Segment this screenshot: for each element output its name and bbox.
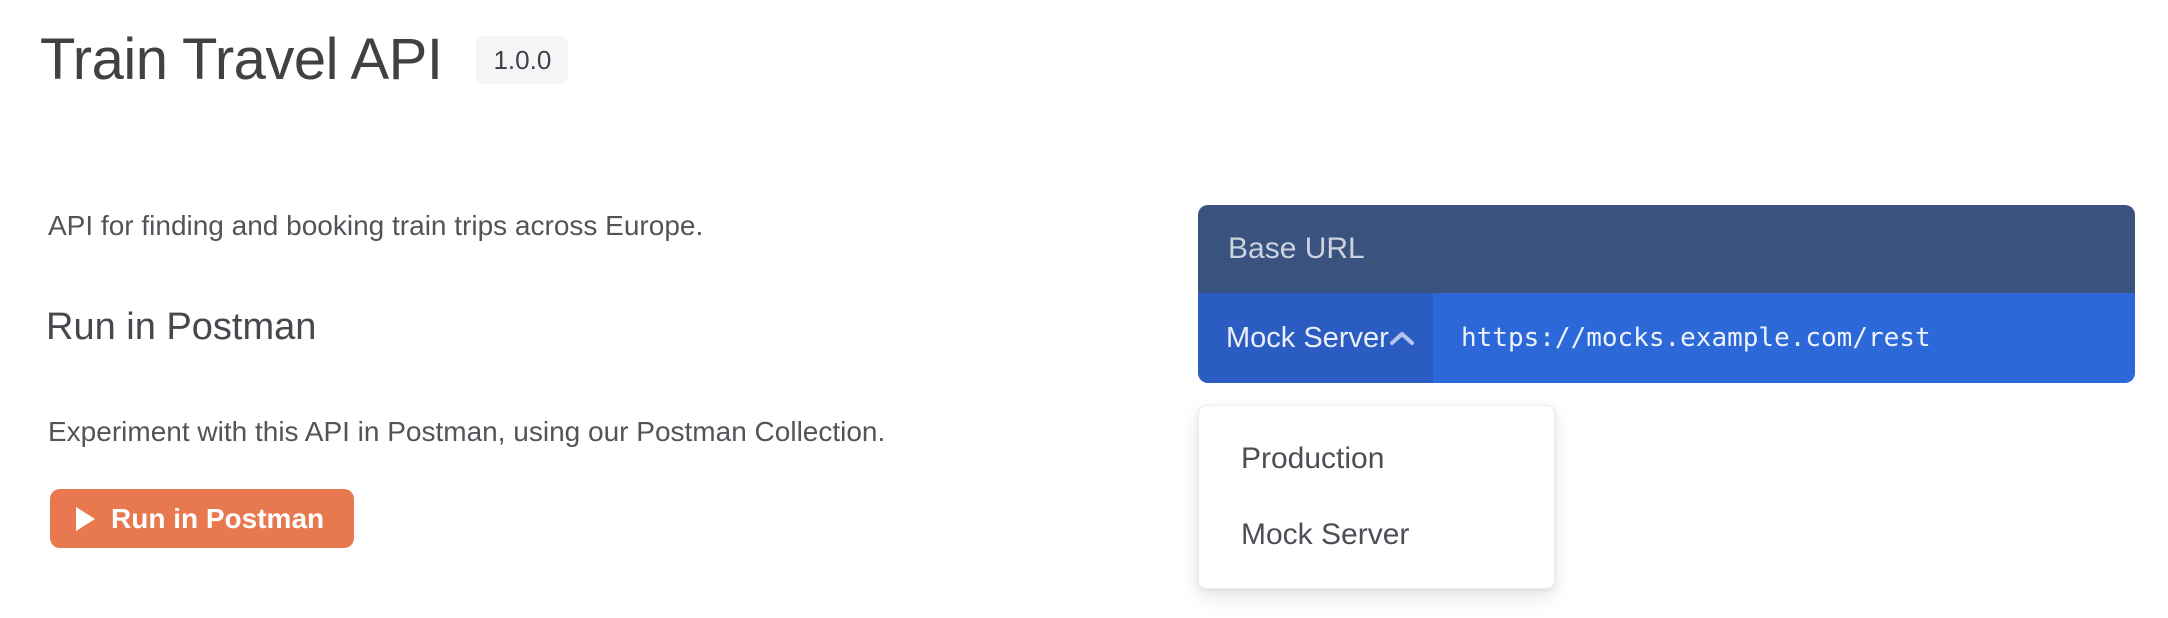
page-title: Train Travel API: [40, 27, 443, 92]
run-in-postman-text: Experiment with this API in Postman, usi…: [48, 416, 886, 447]
base-url-value[interactable]: https://mocks.example.com/rest: [1433, 293, 2135, 383]
run-in-postman-heading: Run in Postman: [46, 306, 317, 348]
dropdown-item-production[interactable]: Production: [1241, 442, 1385, 475]
api-description: API for finding and booking train trips …: [48, 210, 704, 241]
chevron-up-icon: [1389, 331, 1415, 346]
base-url-widget: Base URL Mock Server https://mocks.examp…: [1198, 205, 2135, 383]
dropdown-item-mock-server[interactable]: Mock Server: [1241, 518, 1410, 551]
run-button-label: Run in Postman: [111, 502, 325, 534]
base-url-row: Mock Server https://mocks.example.com/re…: [1198, 293, 2135, 383]
version-badge: 1.0.0: [476, 35, 569, 84]
play-icon: [76, 506, 95, 531]
base-url-label: Base URL: [1228, 232, 1365, 265]
server-select-value: Mock Server: [1226, 321, 1389, 354]
run-in-postman-button[interactable]: Run in Postman: [50, 489, 355, 548]
server-dropdown-menu: Production Mock Server: [1198, 405, 1555, 589]
title-row: Train Travel API 1.0.0: [40, 26, 569, 93]
server-select[interactable]: Mock Server: [1198, 293, 1433, 383]
base-url-header: Base URL: [1198, 205, 2135, 293]
